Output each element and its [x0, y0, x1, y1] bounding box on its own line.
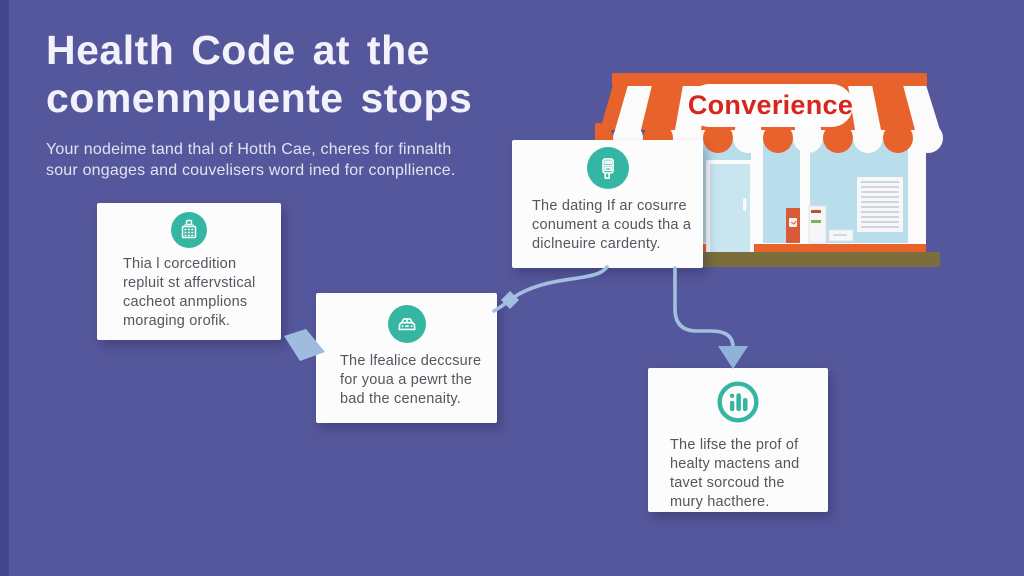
card-text-line: The lfealice deccsure [340, 353, 482, 369]
card-text-line: mury hacthere. [670, 494, 770, 510]
page-title-line2: comennpuente stops [46, 75, 473, 121]
connector-elbow-3-4 [673, 266, 735, 349]
subtitle-line1: Your nodeime tand thal of Hotth Cae, che… [46, 141, 452, 158]
page-title-line1: Health Code at the [46, 27, 430, 73]
store-sign: Converience [688, 84, 853, 127]
card-text-line: moraging orofik. [123, 313, 231, 329]
card-accreditation: Thia l corcedition repluit st affervstic… [97, 203, 281, 340]
left-accent-band [0, 0, 9, 576]
store-illustration [595, 73, 943, 267]
card-text: The lfealice deccsure for youa a pewrt t… [316, 343, 497, 409]
card-text-line: conument a couds tha a [532, 217, 692, 233]
store-sign-label: Converience [687, 90, 854, 120]
header: Health Code at the comennpuente stops Yo… [46, 26, 472, 181]
store-door [706, 160, 754, 255]
car-icon [387, 305, 426, 343]
card-text-line: repluit st affervstical [123, 275, 256, 291]
card-text: The dating If ar cosurre conument a coud… [512, 189, 703, 254]
parking-meter-icon [586, 147, 629, 189]
vent-shutter-icon [857, 177, 903, 232]
card-text-line: Thia l corcedition [123, 256, 237, 272]
subtitle-line2: sour ongages and couvelisers word ined f… [46, 161, 456, 179]
connector-curve-2-3 [492, 265, 609, 313]
card-disclosure: The dating If ar cosurre conument a coud… [512, 140, 703, 268]
card-text-line: cacheot anmplions [123, 294, 248, 310]
connector-diamond [501, 291, 519, 309]
card-text-line: The lifse the prof of [670, 437, 799, 453]
card-text: The lifse the prof of healty mactens and… [648, 429, 828, 512]
card-text-line: for youa a pewrt the [340, 372, 473, 388]
storefront [660, 130, 940, 267]
bar-chart-icon [716, 380, 760, 429]
shelf-stand-icon [808, 205, 827, 244]
card-text-line: tavet sorcoud the [670, 475, 785, 491]
subtitle: Your nodeime tand thal of Hotth Cae, che… [46, 140, 472, 181]
card-text-line: diclneuire cardenty. [532, 236, 661, 252]
counter-tray-icon [828, 229, 854, 242]
stamp-building-icon [171, 212, 207, 248]
card-text-line: The dating If ar cosurre [532, 198, 687, 214]
card-text: Thia l corcedition repluit st affervstic… [97, 248, 281, 331]
card-text-line: healty mactens and [670, 456, 800, 472]
card-vehicle: The lfealice deccsure for youa a pewrt t… [316, 293, 497, 423]
card-text-line: bad the cenenaity. [340, 391, 462, 407]
connector-arrowhead [718, 346, 748, 369]
card-health-metrics: The lifse the prof of healty mactens and… [648, 368, 828, 512]
fridge-icon [786, 208, 800, 243]
